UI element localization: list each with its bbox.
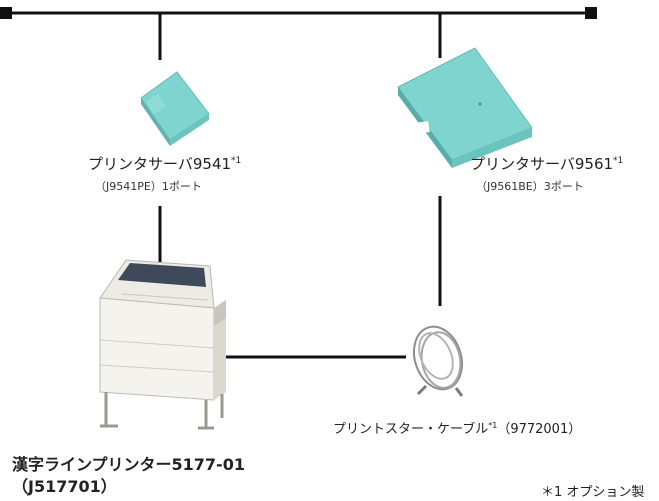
server2-name: プリンタサーバ9561 bbox=[470, 155, 614, 173]
server1-name: プリンタサーバ9541 bbox=[88, 155, 232, 173]
cable-name: プリントスター・ケーブル bbox=[333, 422, 489, 437]
printer-name: 漢字ラインプリンター5177-01 bbox=[12, 455, 245, 474]
server1-label: プリンタサーバ9541*1 bbox=[88, 153, 241, 174]
server2-footnote-mark: *1 bbox=[613, 156, 624, 166]
cable-footnote-mark: *1 bbox=[488, 421, 498, 430]
printer-server-9541-device bbox=[140, 71, 210, 146]
server2-model: （J9561BE）3ポート bbox=[476, 180, 584, 193]
server1-footnote-mark: *1 bbox=[231, 156, 242, 166]
footnote: ＊1 オプション製 bbox=[541, 485, 645, 500]
printer-part: （J517701） bbox=[12, 477, 117, 496]
printer-label: 漢字ラインプリンター5177-01 （J517701） bbox=[12, 454, 245, 498]
cable-part: （9772001） bbox=[497, 422, 582, 437]
printstar-cable-image bbox=[412, 325, 464, 397]
printer-server-9561-device bbox=[397, 47, 533, 168]
bus-terminator-left bbox=[0, 7, 12, 19]
line-printer-device bbox=[99, 259, 226, 430]
server1-model: （J9541PE）1ポート bbox=[95, 180, 202, 193]
cable-label: プリントスター・ケーブル*1（9772001） bbox=[333, 418, 581, 437]
network-lines bbox=[6, 11, 590, 359]
bus-terminator-right bbox=[585, 7, 597, 19]
server2-label: プリンタサーバ9561*1 bbox=[470, 153, 623, 174]
